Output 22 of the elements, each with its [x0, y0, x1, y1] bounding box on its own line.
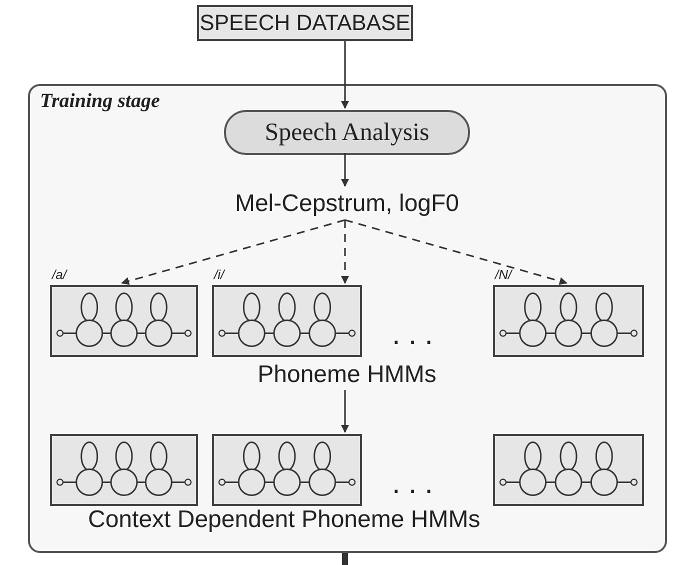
hmm-box	[493, 434, 644, 506]
row-caption: Context Dependent Phoneme HMMs	[88, 506, 480, 534]
phoneme-label: /a/	[52, 267, 66, 282]
phoneme-label: /N/	[495, 267, 512, 282]
arrow	[341, 153, 349, 187]
ellipsis-text: ...	[392, 467, 442, 501]
dashed-arrow	[341, 220, 349, 284]
arrow	[341, 390, 349, 433]
dashed-arrow	[344, 219, 568, 285]
stage-title: Training stage	[40, 90, 160, 113]
feature-label: Mel-Cepstrum, logF0	[202, 188, 492, 220]
connector-line	[342, 553, 348, 565]
hmm-box	[212, 434, 362, 506]
dashed-arrow	[121, 219, 346, 285]
process-box: Speech Analysis	[224, 110, 470, 155]
model-label: Phoneme HMMs	[230, 360, 464, 390]
hmm-box	[50, 434, 198, 506]
ellipsis-text: ...	[392, 318, 442, 352]
stage-panel	[28, 84, 667, 553]
phoneme-label: /i/	[214, 267, 224, 282]
arrow	[341, 41, 349, 109]
database-box: SPEECH DATABASE	[197, 5, 413, 41]
